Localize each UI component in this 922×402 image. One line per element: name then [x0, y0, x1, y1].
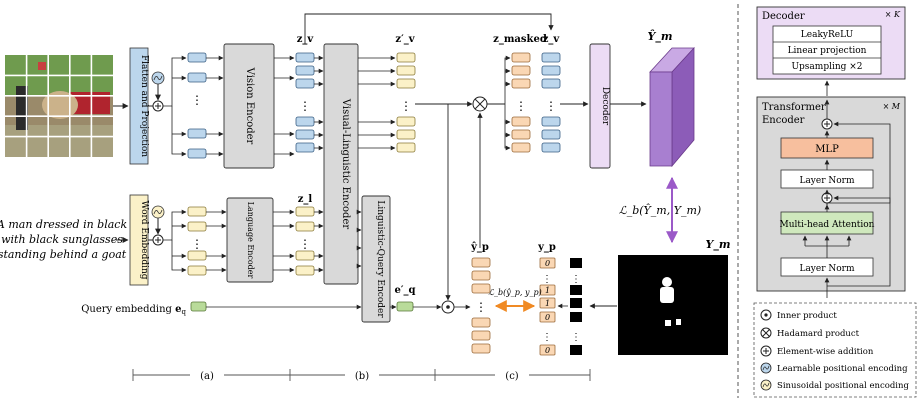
- decoder-row-1: LeakyReLU: [801, 30, 854, 40]
- legend-label-4: Learnable positional encoding: [777, 364, 908, 374]
- svg-text:⋮: ⋮: [299, 237, 311, 251]
- linguistic-query-encoder-block: [361, 195, 391, 323]
- caption-line-3: standing behind a goat: [0, 248, 127, 261]
- transformer-norm-2-label: Layer Norm: [799, 264, 855, 274]
- decoder-row-2: Linear projection: [788, 46, 867, 56]
- zl-token-column: [295, 206, 315, 276]
- svg-text:⋮: ⋮: [191, 93, 203, 107]
- section-a-label: (a): [200, 371, 214, 382]
- ground-truth-mask: [618, 255, 728, 355]
- svg-text:⋮: ⋮: [400, 99, 412, 113]
- token-loss-label: ℒ_b(ŷ_p, y_p): [488, 288, 542, 297]
- svg-text:⋮: ⋮: [542, 332, 552, 343]
- transformer-attn-label: Multi-head Attention: [780, 220, 875, 230]
- addition-node-visual: [152, 100, 164, 112]
- element-wise-addition-icon: [760, 345, 772, 357]
- caption-line-1: A man dressed in black: [0, 218, 127, 231]
- inner-product-node: [441, 300, 455, 314]
- zv2-token-column: [541, 52, 561, 153]
- svg-text:⋮: ⋮: [191, 237, 203, 251]
- y-p-cell-5: 0: [545, 346, 550, 355]
- word-embedding-label: Word Embedding: [139, 200, 149, 279]
- svg-text:⋮: ⋮: [542, 274, 552, 285]
- legend-label-2: Hadamard product: [777, 329, 860, 339]
- query-embedding-token: [190, 301, 207, 312]
- input-image: [5, 55, 113, 157]
- eq-prime-token: [396, 301, 414, 312]
- svg-text:⋮: ⋮: [571, 274, 581, 285]
- svg-text:⋮: ⋮: [545, 99, 557, 113]
- y-p-grid: ⋮ ⋮: [570, 258, 582, 355]
- zmasked-symbol: z_masked: [493, 34, 547, 45]
- hadamard-node: [472, 96, 488, 112]
- transformer-title-line-1: Transformer: [762, 102, 826, 113]
- sinusoidal-positional-encoding-icon: [760, 379, 772, 391]
- visual-token-column-input: [187, 52, 207, 159]
- zv2-symbol: z_v: [543, 34, 561, 45]
- linguistic-query-encoder-label: Linguistic-Query Encoder: [375, 200, 385, 318]
- decoder-panel-repeat: × K: [885, 10, 901, 19]
- zv-prime-symbol: z′_v: [395, 34, 415, 45]
- vision-encoder-label: Vision Encoder: [244, 67, 255, 145]
- legend-label-3: Element-wise addition: [777, 347, 874, 357]
- transformer-mlp-label: MLP: [815, 144, 839, 155]
- zv-prime-token-column: [396, 52, 416, 153]
- transformer-title-line-2: Encoder: [762, 115, 805, 126]
- decoder-detail-panel: Decoder × K LeakyReLU Linear projection …: [756, 6, 906, 80]
- decoder-block: [589, 43, 611, 169]
- y-m-symbol: Y_m: [706, 238, 731, 252]
- legend-panel: Inner product Hadamard product Element-w…: [753, 302, 917, 398]
- eq-prime-symbol: e′_q: [395, 285, 416, 296]
- language-encoder-label: Language Encoder: [246, 202, 255, 279]
- legend-label-1: Inner product: [777, 311, 837, 321]
- section-c-label: (c): [505, 371, 519, 382]
- zv-token-column: [295, 52, 315, 153]
- svg-text:⋮: ⋮: [475, 300, 487, 314]
- yhat-p-symbol: ŷ_p: [470, 242, 489, 253]
- hadamard-product-icon: [760, 327, 772, 339]
- transformer-detail-panel: Transformer Encoder × M MLP Layer Norm M…: [756, 96, 906, 298]
- visual-linguistic-encoder-label: Visual-Linguistic Encoder: [340, 98, 351, 229]
- transformer-norm-1-label: Layer Norm: [799, 176, 855, 186]
- zmasked-token-column: [511, 52, 531, 153]
- y-p-symbol: y_p: [537, 242, 556, 253]
- mask-loss-label: ℒ_b(Ŷ_m, Y_m): [619, 203, 701, 217]
- predicted-mask-volume: [649, 46, 695, 168]
- y-p-cell-1: 0: [545, 259, 550, 268]
- yhat-p-token-column: [471, 257, 491, 354]
- y-p-cell-2: 1: [545, 286, 550, 295]
- transformer-repeat: × M: [883, 102, 901, 111]
- decoder-row-3: Upsampling ×2: [791, 62, 862, 72]
- inner-product-icon: [760, 309, 772, 321]
- yhat-m-symbol: Ŷ_m: [648, 29, 673, 44]
- query-embedding-label: Query embedding: [81, 304, 172, 315]
- visual-linguistic-encoder-block: [323, 43, 359, 285]
- svg-text:⋮: ⋮: [571, 332, 581, 343]
- zl-symbol: z_l: [298, 194, 313, 205]
- language-token-column-input: [187, 206, 207, 276]
- decoder-label: Decoder: [600, 87, 610, 126]
- learnable-positional-encoding-icon: [760, 362, 772, 374]
- section-b-label: (b): [355, 371, 369, 382]
- svg-text:Query embedding eq: Query embedding eq: [81, 304, 186, 316]
- svg-text:⋮: ⋮: [299, 99, 311, 113]
- vision-encoder-block: [223, 43, 275, 169]
- svg-text:⋮: ⋮: [515, 99, 527, 113]
- zv-symbol: z_v: [297, 34, 315, 45]
- flatten-projection-label: Flatten and Projection: [139, 55, 149, 157]
- caption-line-2: with black sunglasses: [1, 233, 123, 246]
- y-p-cell-4: 0: [545, 313, 550, 322]
- language-encoder-block: [226, 197, 274, 283]
- decoder-panel-title: Decoder: [762, 11, 805, 22]
- y-p-token-column: [539, 257, 556, 356]
- y-p-cell-3: 1: [545, 299, 550, 308]
- legend-label-5: Sinusoidal positional encoding: [777, 381, 909, 391]
- addition-node-language: [152, 234, 164, 246]
